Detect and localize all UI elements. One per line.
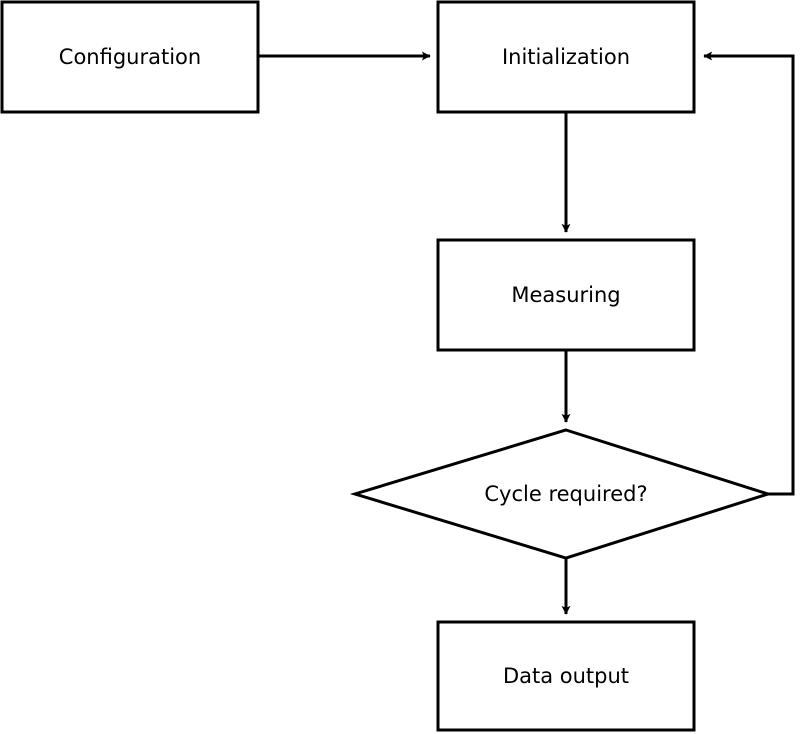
node-cycle-required[interactable]: Cycle required? [349, 428, 773, 560]
node-configuration[interactable]: Configuration [0, 0, 260, 114]
node-measuring[interactable]: Measuring [436, 238, 696, 352]
node-data-output[interactable]: Data output [436, 620, 696, 732]
cycle-required-diamond[interactable] [349, 428, 773, 560]
measuring-box[interactable] [436, 238, 696, 352]
nodes-layer: Configuration Initialization Measuring C… [0, 0, 773, 732]
configuration-box[interactable] [0, 0, 260, 114]
edge-cycle-required-to-initialization-loop [703, 51, 795, 496]
initialization-box[interactable] [436, 0, 696, 114]
data-output-box[interactable] [436, 620, 696, 732]
node-initialization[interactable]: Initialization [436, 0, 696, 114]
edges-layer [258, 51, 795, 615]
